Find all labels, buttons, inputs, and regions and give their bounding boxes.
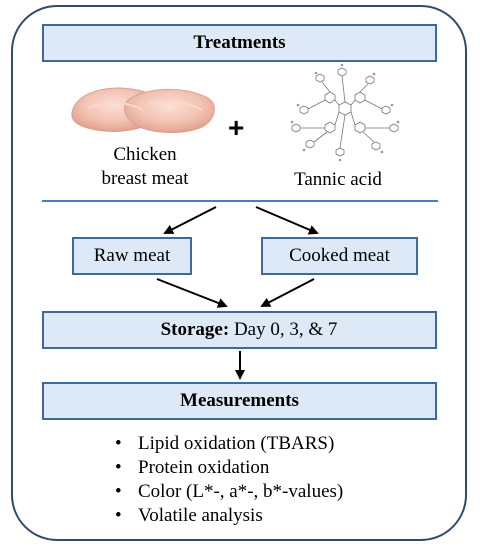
list-item: Lipid oxidation (TBARS) xyxy=(112,432,343,456)
chicken-breast-image xyxy=(71,87,215,133)
list-item: Color (L*-, a*-, b*-values) xyxy=(112,480,343,504)
measurements-title: Measurements xyxy=(180,390,299,411)
cooked-meat-box: Cooked meat xyxy=(261,237,418,275)
treatments-header: Treatments xyxy=(42,24,437,62)
tannic-acid-caption: Tannic acid xyxy=(294,169,382,190)
plus-sign: + xyxy=(228,112,245,143)
measurements-header: Measurements xyxy=(42,382,437,420)
treatments-title: Treatments xyxy=(193,32,286,53)
arrow-to-raw xyxy=(163,206,217,234)
storage-days: Day 0, 3, & 7 xyxy=(229,319,338,340)
separator-line xyxy=(42,200,438,202)
diagram-frame xyxy=(11,5,467,541)
tannic-acid-structure-image xyxy=(290,63,400,162)
list-item: Protein oxidation xyxy=(112,456,343,480)
storage-box: Storage: Day 0, 3, & 7 xyxy=(42,311,437,349)
chicken-label-line2: breast meat xyxy=(101,168,189,189)
storage-label: Storage: xyxy=(160,319,230,340)
chicken-label-line1: Chicken xyxy=(113,144,177,165)
cooked-meat-label: Cooked meat xyxy=(289,245,390,266)
arrow-to-cooked xyxy=(255,206,319,235)
list-item: Volatile analysis xyxy=(112,504,343,528)
chicken-caption: Chicken breast meat xyxy=(60,143,230,191)
measurements-list: Lipid oxidation (TBARS) Protein oxidatio… xyxy=(112,432,343,528)
arrow-cooked-to-storage xyxy=(260,278,315,307)
raw-meat-box: Raw meat xyxy=(72,237,192,275)
arrow-raw-to-storage xyxy=(156,278,228,308)
raw-meat-label: Raw meat xyxy=(93,245,171,266)
